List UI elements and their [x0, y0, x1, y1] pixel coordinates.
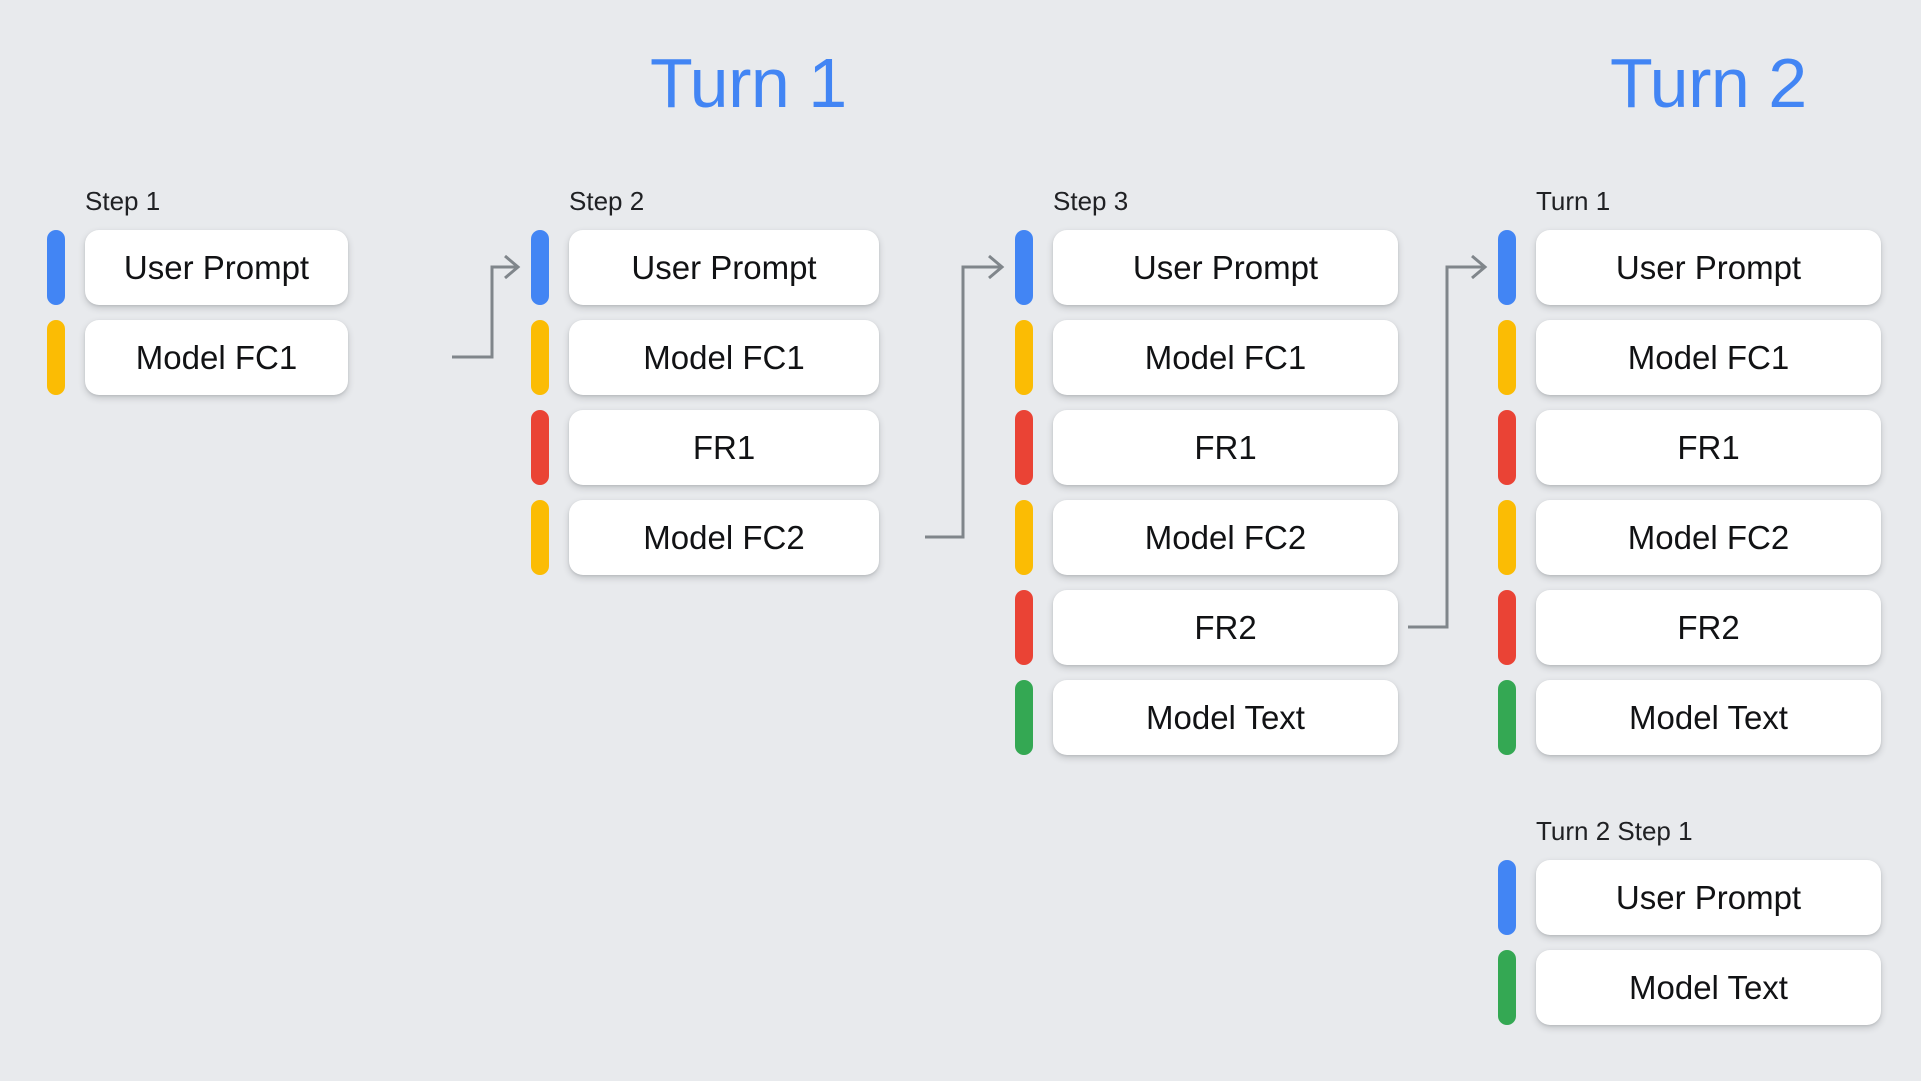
flow-row[interactable]: User Prompt	[1498, 860, 1881, 935]
flow-row[interactable]: Model FC1	[47, 320, 348, 395]
column-label-turn1-step1: Step 1	[85, 186, 161, 216]
flow-row[interactable]: Model FC2	[1498, 500, 1881, 575]
flow-row[interactable]: Model FC1	[1498, 320, 1881, 395]
flow-card[interactable]: User Prompt	[1536, 860, 1881, 935]
flow-card-label: FR1	[1677, 429, 1740, 466]
flow-row[interactable]: User Prompt	[531, 230, 879, 305]
section-title-turn-1: Turn 1	[650, 44, 847, 122]
column-label-turn2-step1: Turn 2 Step 1	[1536, 816, 1693, 846]
role-bar-function-response	[1498, 590, 1516, 665]
flow-card[interactable]: FR1	[569, 410, 879, 485]
flow-card[interactable]: Model FC1	[569, 320, 879, 395]
role-bar-model-fc	[531, 320, 549, 395]
flow-card-label: FR1	[692, 429, 756, 466]
flow-row[interactable]: User Prompt	[1015, 230, 1398, 305]
role-bar-model-fc	[1015, 320, 1033, 395]
flow-card[interactable]: Model FC2	[1536, 500, 1881, 575]
role-bar-model-fc	[1498, 320, 1516, 395]
role-bar-function-response	[531, 410, 549, 485]
role-bar-model-fc	[1015, 500, 1033, 575]
flow-row[interactable]: Model Text	[1015, 680, 1398, 755]
flow-card-label: User Prompt	[123, 249, 310, 286]
flow-card-label: Model FC2	[643, 519, 805, 556]
flow-card-label: Model FC1	[643, 339, 805, 376]
flow-row[interactable]: FR1	[1498, 410, 1881, 485]
flow-card-label: FR2	[1677, 609, 1740, 646]
flow-card[interactable]: FR2	[1053, 590, 1398, 665]
flow-row[interactable]: FR1	[1015, 410, 1398, 485]
flow-card[interactable]: User Prompt	[85, 230, 348, 305]
flow-card[interactable]: FR2	[1536, 590, 1881, 665]
column-label-turn2-turn1: Turn 1	[1536, 186, 1611, 216]
flow-card-label: Model FC2	[1627, 519, 1790, 556]
flow-row[interactable]: Model FC2	[531, 500, 879, 575]
flow-card-label: Model Text	[1146, 699, 1305, 736]
flow-card[interactable]: Model FC1	[85, 320, 348, 395]
flow-card[interactable]: Model Text	[1053, 680, 1398, 755]
flow-card[interactable]: Model Text	[1536, 950, 1881, 1025]
flow-row[interactable]: Model FC1	[531, 320, 879, 395]
column-label-turn1-step2: Step 2	[569, 186, 645, 216]
role-bar-user	[531, 230, 549, 305]
flow-card[interactable]: Model FC2	[1053, 500, 1398, 575]
flow-card-label: FR1	[1194, 429, 1257, 466]
flow-row[interactable]: FR1	[531, 410, 879, 485]
flow-card-label: Model FC2	[1144, 519, 1307, 556]
flow-card-label: Model Text	[1629, 969, 1788, 1006]
flow-row[interactable]: FR2	[1015, 590, 1398, 665]
flow-card[interactable]: User Prompt	[569, 230, 879, 305]
flow-card[interactable]: User Prompt	[1053, 230, 1398, 305]
role-bar-model-fc	[47, 320, 65, 395]
role-bar-user	[1498, 230, 1516, 305]
flow-row[interactable]: Model Text	[1498, 950, 1881, 1025]
flow-card-label: Model FC1	[1627, 339, 1790, 376]
flow-row[interactable]: Model FC2	[1015, 500, 1398, 575]
flow-card[interactable]: User Prompt	[1536, 230, 1881, 305]
flow-card[interactable]: Model FC2	[569, 500, 879, 575]
flow-card-label: User Prompt	[1615, 879, 1802, 916]
role-bar-model-text	[1015, 680, 1033, 755]
role-bar-function-response	[1498, 410, 1516, 485]
role-bar-model-text	[1498, 950, 1516, 1025]
role-bar-user	[47, 230, 65, 305]
flow-card[interactable]: Model Text	[1536, 680, 1881, 755]
flow-row[interactable]: Model FC1	[1015, 320, 1398, 395]
role-bar-function-response	[1015, 410, 1033, 485]
role-bar-function-response	[1015, 590, 1033, 665]
flow-card-label: User Prompt	[631, 249, 817, 286]
role-bar-model-text	[1498, 680, 1516, 755]
role-bar-user	[1015, 230, 1033, 305]
flow-card-label: Model FC1	[1144, 339, 1307, 376]
role-bar-user	[1498, 860, 1516, 935]
flow-card[interactable]: Model FC1	[1053, 320, 1398, 395]
section-title-turn-2: Turn 2	[1610, 44, 1807, 122]
flow-card-label: FR2	[1194, 609, 1257, 646]
column-label-turn1-step3: Step 3	[1053, 186, 1129, 216]
flow-row[interactable]: User Prompt	[47, 230, 348, 305]
flow-card[interactable]: FR1	[1053, 410, 1398, 485]
flow-card-label: Model Text	[1629, 699, 1788, 736]
flow-row[interactable]: User Prompt	[1498, 230, 1881, 305]
role-bar-model-fc	[531, 500, 549, 575]
flow-card-label: Model FC1	[135, 339, 298, 376]
role-bar-model-fc	[1498, 500, 1516, 575]
flow-card[interactable]: Model FC1	[1536, 320, 1881, 395]
flow-row[interactable]: FR2	[1498, 590, 1881, 665]
flow-card[interactable]: FR1	[1536, 410, 1881, 485]
flow-card-label: User Prompt	[1615, 249, 1802, 286]
flow-card-label: User Prompt	[1132, 249, 1319, 286]
flow-row[interactable]: Model Text	[1498, 680, 1881, 755]
